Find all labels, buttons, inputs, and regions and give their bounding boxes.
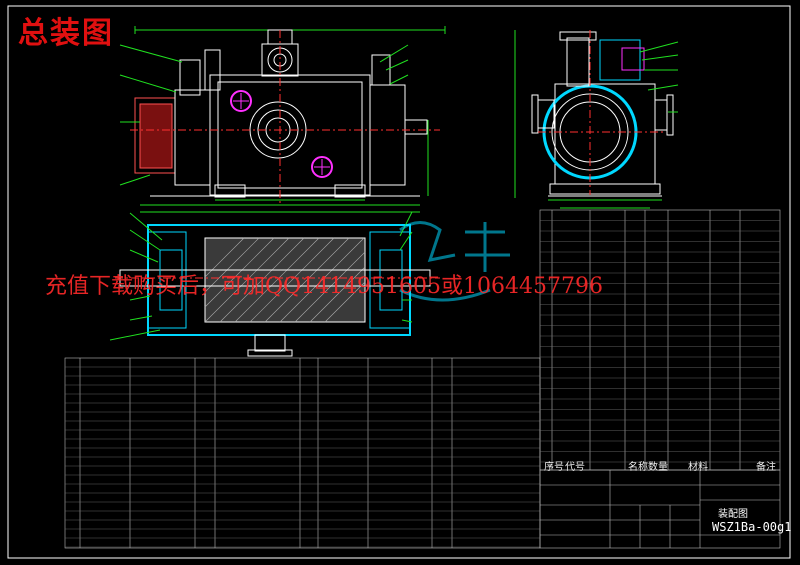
side-view — [514, 30, 679, 209]
drawing-code: WSZ1Ba-00g1 — [712, 520, 792, 534]
title-block — [539, 469, 781, 549]
drawing-title: 总装图 — [18, 16, 114, 51]
bom-header-seq: 序号 — [544, 462, 564, 473]
drawing-frame — [7, 5, 791, 559]
download-watermark: 充值下载购买后，可加QQ1414951605或1064457796 — [45, 274, 604, 299]
front-view — [119, 26, 446, 205]
bom-header-code: 代号 — [565, 462, 585, 473]
section-view — [109, 204, 440, 357]
bom-left-rows — [65, 366, 540, 548]
watermark-logo — [399, 221, 510, 302]
bom-table-right — [539, 209, 781, 471]
bom-header-name: 名称 — [628, 462, 648, 473]
bom-header-material: 材料 — [688, 462, 708, 473]
bom-right-rows — [540, 220, 780, 463]
bom-header-qty: 数量 — [648, 462, 668, 473]
bom-table-left — [64, 357, 541, 549]
bom-header-remark: 备注 — [756, 462, 776, 473]
drawing-name: 装配图 — [718, 509, 748, 520]
